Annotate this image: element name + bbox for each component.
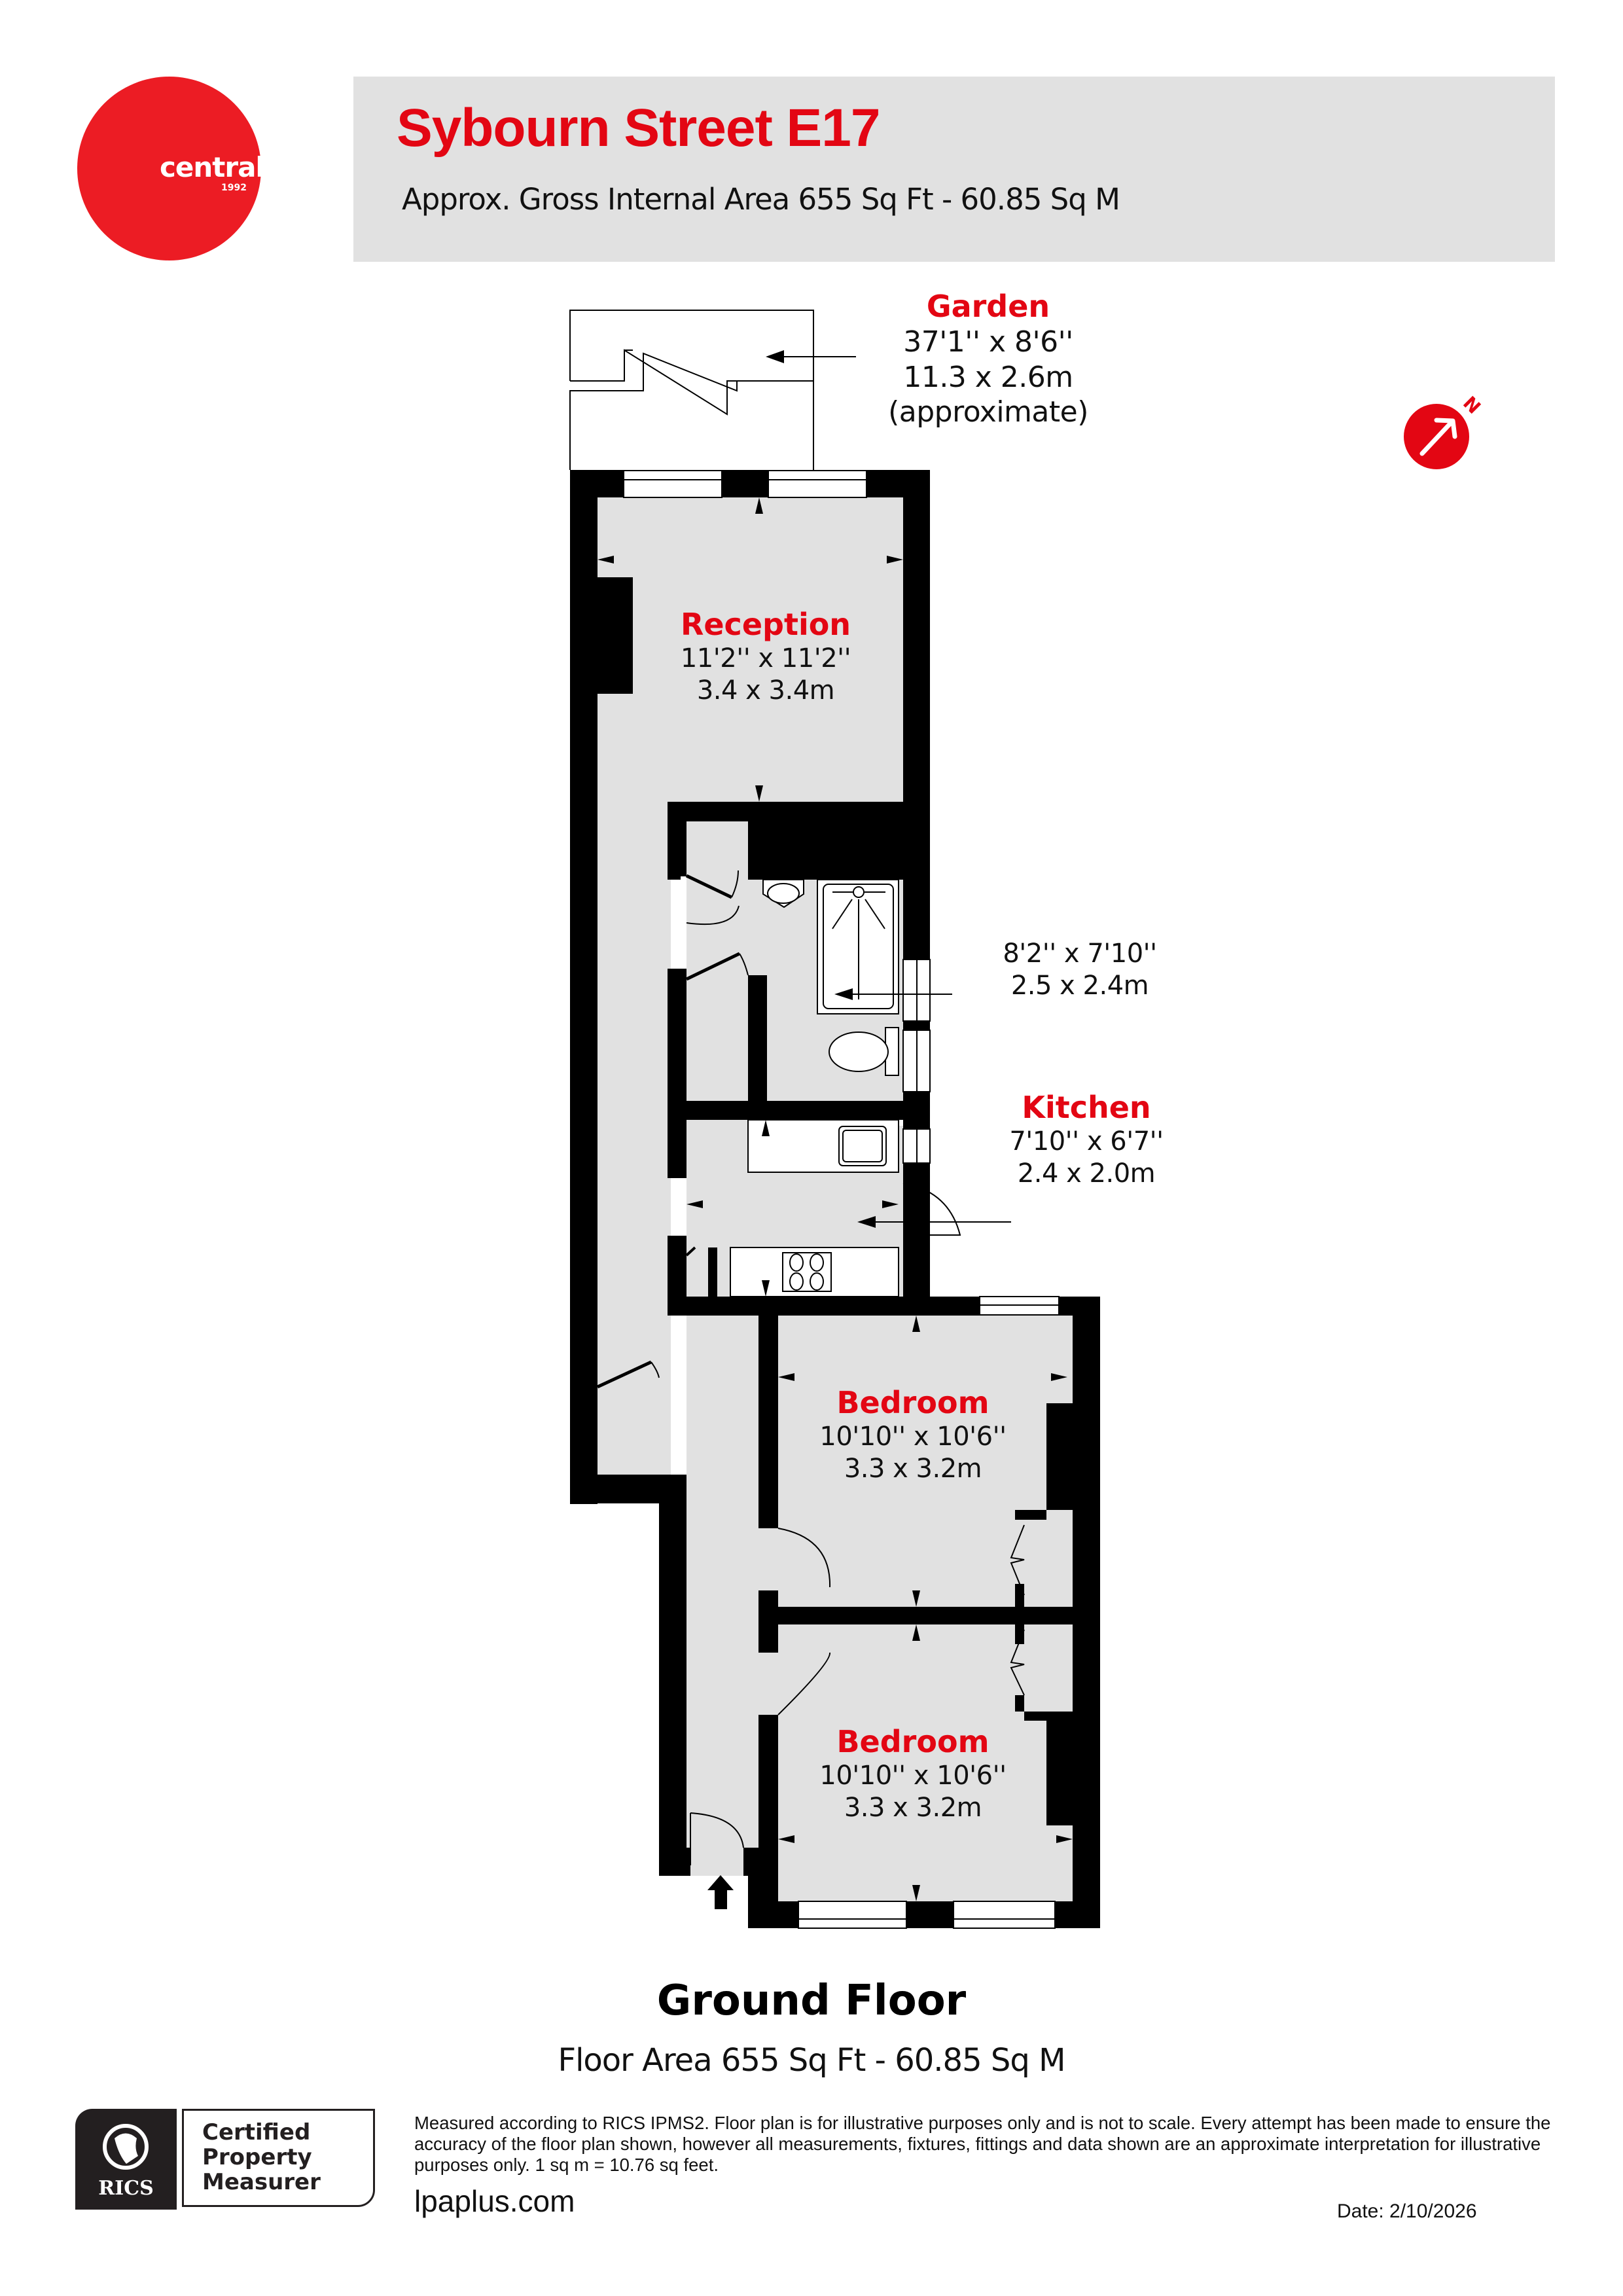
toilet-bowl	[829, 1031, 889, 1072]
floor-title: Ground Floor	[656, 1977, 967, 2025]
central-logo: central 1992	[77, 77, 265, 260]
room-dim-imperial: 8'2'' x 7'10''	[1003, 939, 1157, 969]
room-dim-imperial: 11'2'' x 11'2''	[680, 643, 851, 674]
room-note: (approximate)	[888, 395, 1088, 429]
cert-line-2: Property	[202, 2144, 312, 2170]
room-title: Bedroom	[836, 1724, 990, 1759]
rics-label: RICS	[98, 2177, 154, 2200]
disclaimer-text: Measured according to RICS IPMS2. Floor …	[414, 2113, 1551, 2175]
room-title: Bedroom	[836, 1385, 990, 1420]
room-title: Garden	[926, 289, 1050, 324]
room-dim-imperial: 37'1'' x 8'6''	[903, 325, 1073, 359]
room-title: Reception	[680, 607, 851, 642]
room-label-bedroom-2: Bedroom 10'10'' x 10'6'' 3.3 x 3.2m	[782, 1723, 1044, 1824]
room-dim-imperial: 10'10'' x 10'6''	[819, 1761, 1007, 1791]
certified-measurer-badge: Certified Property Measurer	[182, 2109, 375, 2207]
doors	[596, 870, 1025, 1865]
logo-text: central	[160, 151, 265, 183]
label-pointers	[834, 988, 1011, 1228]
entrance-arrow-icon	[707, 1875, 734, 1909]
room-dim-imperial: 10'10'' x 10'6''	[819, 1422, 1007, 1452]
floor-area: Floor Area 655 Sq Ft - 60.85 Sq M	[558, 2042, 1065, 2079]
measurement-arrows	[597, 497, 1073, 1901]
bathroom-fixtures	[762, 879, 899, 1076]
plan-date: Date: 2/10/2026	[1337, 2200, 1477, 2222]
page-title: Sybourn Street E17	[397, 98, 880, 158]
room-label-reception: Reception 11'2'' x 11'2'' 3.4 x 3.4m	[628, 606, 903, 707]
garden-pointer-arrow	[766, 350, 856, 363]
room-dim-metric: 3.3 x 3.2m	[844, 1792, 982, 1823]
room-dim-metric: 2.5 x 2.4m	[1010, 970, 1149, 1001]
garden-outline	[569, 310, 814, 470]
logo-year: 1992	[221, 183, 247, 193]
room-label-bedroom-1: Bedroom 10'10'' x 10'6'' 3.3 x 3.2m	[782, 1384, 1044, 1485]
north-label: N	[1459, 392, 1485, 418]
windows	[623, 470, 1060, 1929]
north-arrow-icon: N	[1404, 392, 1485, 469]
room-label-bathroom: 8'2'' x 7'10'' 2.5 x 2.4m	[955, 938, 1204, 1002]
room-dim-metric: 3.3 x 3.2m	[844, 1453, 982, 1484]
room-title: Kitchen	[1022, 1090, 1151, 1125]
room-dim-metric: 11.3 x 2.6m	[903, 360, 1073, 394]
room-label-kitchen: Kitchen 7'10'' x 6'7'' 2.4 x 2.0m	[982, 1089, 1191, 1190]
room-dim-imperial: 7'10'' x 6'7''	[1009, 1126, 1164, 1157]
header-banner: Sybourn Street E17 Approx. Gross Interna…	[353, 77, 1555, 262]
floor-fill	[597, 497, 1073, 1903]
rics-logo: RICS	[75, 2109, 177, 2210]
cert-line-1: Certified	[202, 2119, 311, 2145]
cert-line-3: Measurer	[202, 2169, 321, 2195]
kitchen-fixtures	[730, 1119, 899, 1297]
room-dim-metric: 3.4 x 3.4m	[696, 675, 835, 706]
rics-lion-icon	[103, 2124, 149, 2170]
website-link[interactable]: lpaplus.com	[414, 2184, 575, 2218]
room-label-garden: Garden 37'1'' x 8'6'' 11.3 x 2.6m (appro…	[851, 288, 1126, 430]
floor-plan	[569, 310, 1100, 1929]
room-dim-metric: 2.4 x 2.0m	[1017, 1158, 1156, 1189]
gross-internal-area: Approx. Gross Internal Area 655 Sq Ft - …	[402, 182, 1120, 217]
